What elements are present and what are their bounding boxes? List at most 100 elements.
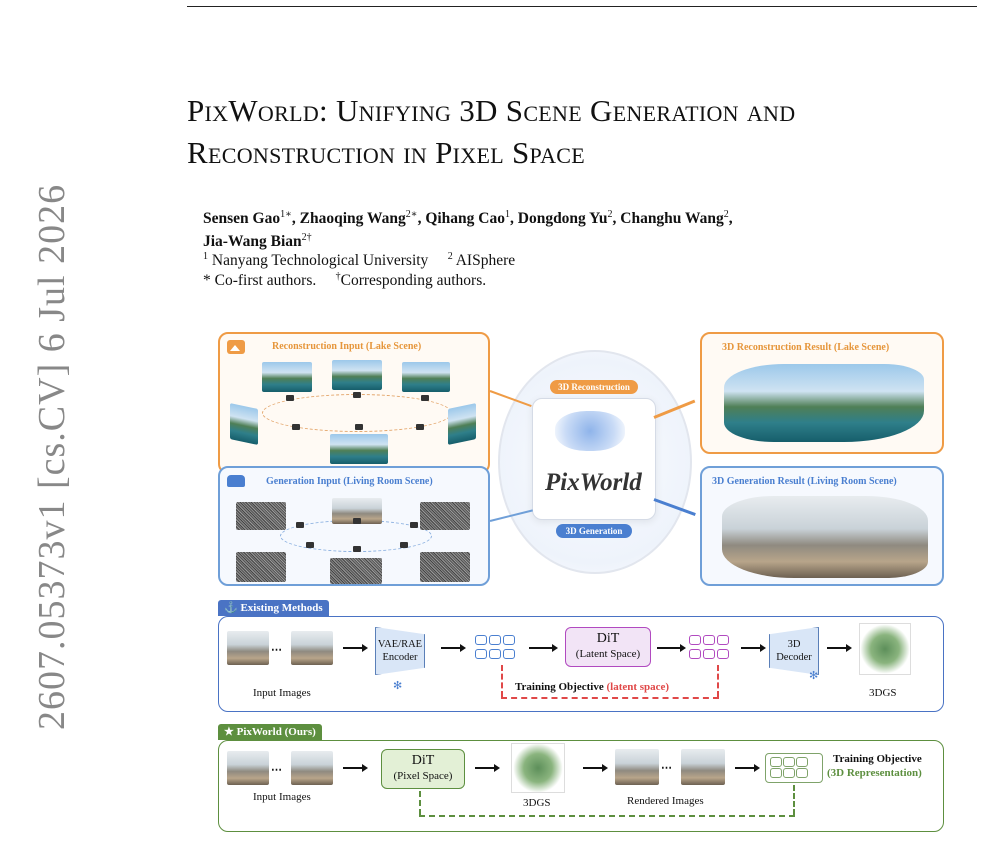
3dgs-output bbox=[859, 623, 911, 675]
flow-arrow bbox=[343, 764, 368, 772]
recon-result-panel: 3D Reconstruction Result (Lake Scene) bbox=[700, 332, 944, 454]
pill-3d-generation: 3D Generation bbox=[556, 524, 632, 538]
existing-methods-label: Existing Methods bbox=[240, 602, 323, 614]
training-objective-label: Training Objective bbox=[833, 753, 922, 765]
decoder-label-2: Decoder bbox=[776, 652, 812, 663]
author-sup: 2∗ bbox=[405, 209, 418, 220]
camera-icon bbox=[355, 424, 363, 430]
sofa-icon bbox=[227, 475, 245, 487]
noise-view-thumb bbox=[236, 502, 286, 530]
header-rule bbox=[187, 6, 977, 7]
dit-label: DiT bbox=[411, 753, 435, 768]
flow-arrow bbox=[827, 644, 852, 652]
gen-result-panel: 3D Generation Result (Living Room Scene) bbox=[700, 466, 944, 586]
ellipsis: ⋯ bbox=[271, 764, 282, 776]
pixworld-logo-text: PixWorld bbox=[545, 469, 642, 496]
star-icon: ★ bbox=[224, 726, 234, 738]
3dgs-output bbox=[511, 743, 565, 793]
latent-token bbox=[475, 649, 487, 659]
encoder-label-2: Encoder bbox=[382, 652, 418, 663]
camera-icon bbox=[286, 395, 294, 401]
lake-view-thumb bbox=[332, 360, 382, 390]
flow-arrow bbox=[441, 644, 466, 652]
pixworld-ours-label: PixWorld (Ours) bbox=[236, 726, 316, 738]
noise-view-thumb bbox=[420, 502, 470, 530]
author-name: Changhu Wang bbox=[620, 210, 724, 228]
gaussian-token bbox=[770, 757, 782, 767]
latent-token bbox=[717, 649, 729, 659]
author-name: Qihang Cao bbox=[425, 210, 505, 228]
latent-token bbox=[703, 649, 715, 659]
gaussian-token bbox=[783, 757, 795, 767]
3dgs-label: 3DGS bbox=[869, 687, 897, 699]
input-image-thumb bbox=[291, 631, 333, 665]
author-sup: 1∗ bbox=[280, 209, 292, 220]
author-notes: * Co-first authors. †Corresponding autho… bbox=[203, 267, 486, 290]
objective-dash bbox=[793, 785, 797, 815]
input-images-label: Input Images bbox=[253, 791, 311, 803]
bank-icon: ⚓ bbox=[224, 602, 238, 614]
flow-arrow bbox=[657, 644, 686, 652]
dit-sublabel: (Latent Space) bbox=[575, 648, 641, 660]
pixworld-ours-tag: ★ PixWorld (Ours) bbox=[218, 724, 322, 740]
recon-input-title: Reconstruction Input (Lake Scene) bbox=[272, 341, 422, 352]
lake-view-thumb bbox=[230, 403, 258, 445]
affil-sup: 2 bbox=[447, 251, 453, 262]
input-images-label: Input Images bbox=[253, 687, 311, 699]
affiliation-1: Nanyang Technological University bbox=[211, 252, 429, 270]
objective-dash bbox=[419, 815, 795, 817]
rendered-images-label: Rendered Images bbox=[627, 795, 704, 807]
ellipsis: ⋯ bbox=[661, 762, 672, 774]
camera-icon bbox=[296, 522, 304, 528]
latent-token bbox=[489, 649, 501, 659]
rendered-image-thumb bbox=[615, 749, 659, 785]
input-image-thumb bbox=[227, 751, 269, 785]
lake-view-thumb bbox=[262, 362, 312, 392]
latent-token bbox=[689, 635, 701, 645]
frozen-icon: ✻ bbox=[393, 680, 403, 692]
objective-dash bbox=[501, 697, 719, 699]
latent-token bbox=[503, 635, 515, 645]
objective-text: Training Objective bbox=[515, 681, 604, 693]
pixworld-core: PixWorld bbox=[532, 398, 656, 520]
affiliations: 1 Nanyang Technological University 2 AIS… bbox=[203, 247, 515, 270]
3d-representation-block bbox=[765, 753, 823, 783]
gaussian-token bbox=[796, 768, 808, 778]
room-3d-result bbox=[722, 496, 928, 578]
camera-icon bbox=[306, 542, 314, 548]
arxiv-stamp[interactable]: 2607.05373v1 [cs.CV] 6 Jul 2026 bbox=[31, 183, 73, 730]
dit-pixel-block: DiT (Pixel Space) bbox=[381, 749, 465, 789]
latent-token bbox=[717, 635, 729, 645]
author-sup: 2 bbox=[607, 209, 613, 220]
lake-view-thumb bbox=[448, 403, 476, 445]
input-image-thumb bbox=[227, 631, 269, 665]
dit-latent-block: DiT (Latent Space) bbox=[565, 627, 651, 667]
encoder-label-1: VAE/RAE bbox=[377, 639, 423, 650]
pill-3d-reconstruction: 3D Reconstruction bbox=[550, 380, 638, 394]
teaser-figure: Reconstruction Input (Lake Scene) Genera… bbox=[208, 320, 946, 846]
author-name: Sensen Gao bbox=[203, 210, 281, 228]
gaussian-token bbox=[783, 768, 795, 778]
camera-icon bbox=[421, 395, 429, 401]
gen-input-panel: Generation Input (Living Room Scene) bbox=[218, 466, 490, 586]
existing-methods-panel: ⋯ Input Images VAE/RAE Encoder ✻ DiT (La… bbox=[218, 616, 944, 712]
camera-icon bbox=[416, 424, 424, 430]
gen-input-title: Generation Input (Living Room Scene) bbox=[266, 476, 433, 487]
training-objective-label: Training Objective (latent space) bbox=[515, 681, 669, 693]
paper-title: PixWorld: Unifying 3D Scene Generation a… bbox=[187, 93, 796, 170]
latent-token bbox=[689, 649, 701, 659]
camera-icon bbox=[400, 542, 408, 548]
noise-view-thumb bbox=[420, 552, 470, 582]
dit-sublabel: (Pixel Space) bbox=[393, 770, 453, 782]
3dgs-label: 3DGS bbox=[523, 797, 551, 809]
affil-sup: 1 bbox=[203, 251, 208, 262]
existing-methods-tag: ⚓ Existing Methods bbox=[218, 600, 329, 616]
camera-icon bbox=[410, 522, 418, 528]
gen-result-title: 3D Generation Result (Living Room Scene) bbox=[712, 476, 897, 487]
camera-icon bbox=[353, 518, 361, 524]
latent-token bbox=[503, 649, 515, 659]
author-sup: 2 bbox=[723, 209, 729, 220]
latent-token bbox=[489, 635, 501, 645]
objective-sub: (latent space) bbox=[606, 681, 670, 693]
author-name: Jia-Wang Bian bbox=[203, 233, 302, 251]
